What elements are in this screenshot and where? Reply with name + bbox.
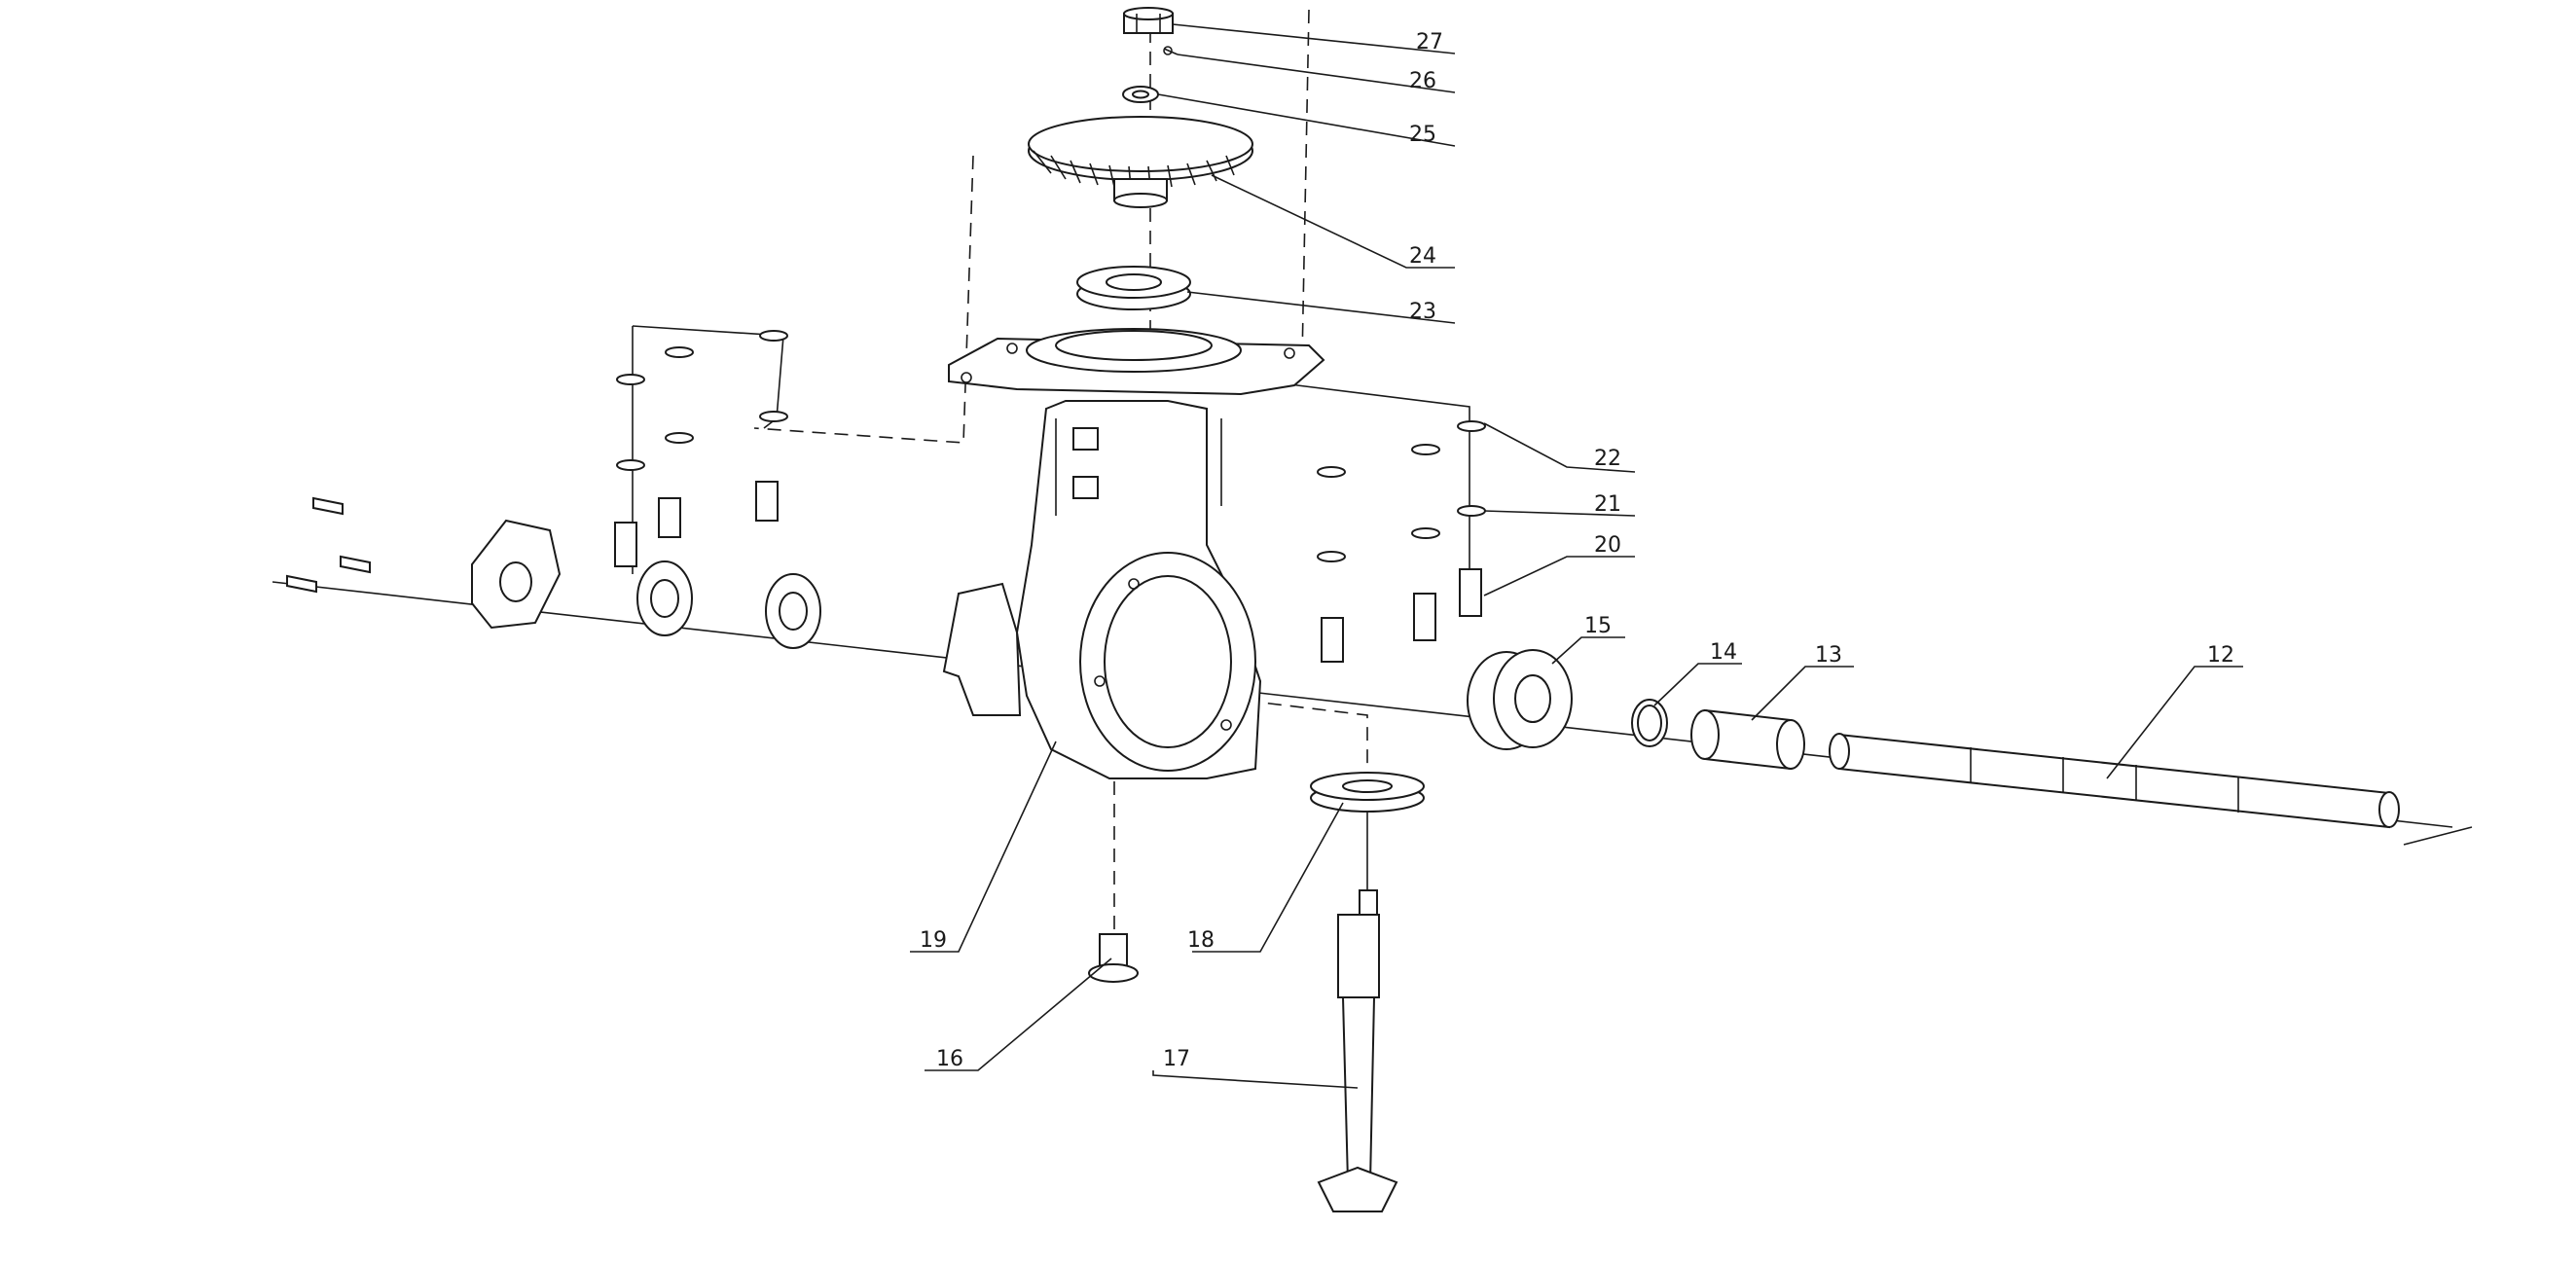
callout-14: 14: [1710, 640, 1737, 665]
callout-15: 15: [1584, 614, 1612, 638]
callout-21: 21: [1594, 492, 1621, 517]
flange-bolt-part: [1088, 933, 1139, 983]
left-bearing-pair-part: [636, 560, 821, 649]
callout-13: 13: [1815, 643, 1842, 668]
callout-labels: 27 26 25 24 23 22 21 20 15 14 13 12 19 1…: [920, 30, 2234, 1071]
housing-bolts-left-part: [286, 330, 788, 594]
washer-part: [1122, 86, 1159, 103]
end-cover-flange-part: [471, 519, 562, 630]
callout-12: 12: [2207, 643, 2234, 668]
callout-23: 23: [1409, 300, 1436, 324]
gearbox-housing-part: [942, 328, 1325, 779]
castle-nut-part: [1123, 7, 1174, 34]
output-bearing-part: [1467, 649, 1573, 750]
spacer-sleeve-part: [1690, 708, 1805, 771]
callout-27: 27: [1416, 30, 1443, 54]
callout-18: 18: [1187, 928, 1215, 953]
bevel-crown-gear-part: [1028, 116, 1253, 208]
leader-lines: [910, 23, 2243, 1089]
output-shaft-part: [1829, 733, 2400, 829]
callout-24: 24: [1409, 244, 1436, 269]
callout-22: 22: [1594, 447, 1621, 471]
pinion-bearing-part: [1310, 772, 1425, 813]
housing-bolts-right-part: [1317, 420, 1486, 663]
cotter-pin-part: [1163, 46, 1179, 55]
callout-25: 25: [1409, 123, 1436, 147]
top-bearing-part: [1076, 266, 1191, 310]
callout-17: 17: [1163, 1047, 1190, 1071]
callout-26: 26: [1409, 69, 1436, 93]
retaining-ring-part: [1631, 699, 1668, 747]
callout-20: 20: [1594, 533, 1621, 558]
callout-19: 19: [920, 928, 947, 953]
pinion-shaft-part: [1317, 889, 1398, 1212]
callout-16: 16: [936, 1047, 963, 1071]
